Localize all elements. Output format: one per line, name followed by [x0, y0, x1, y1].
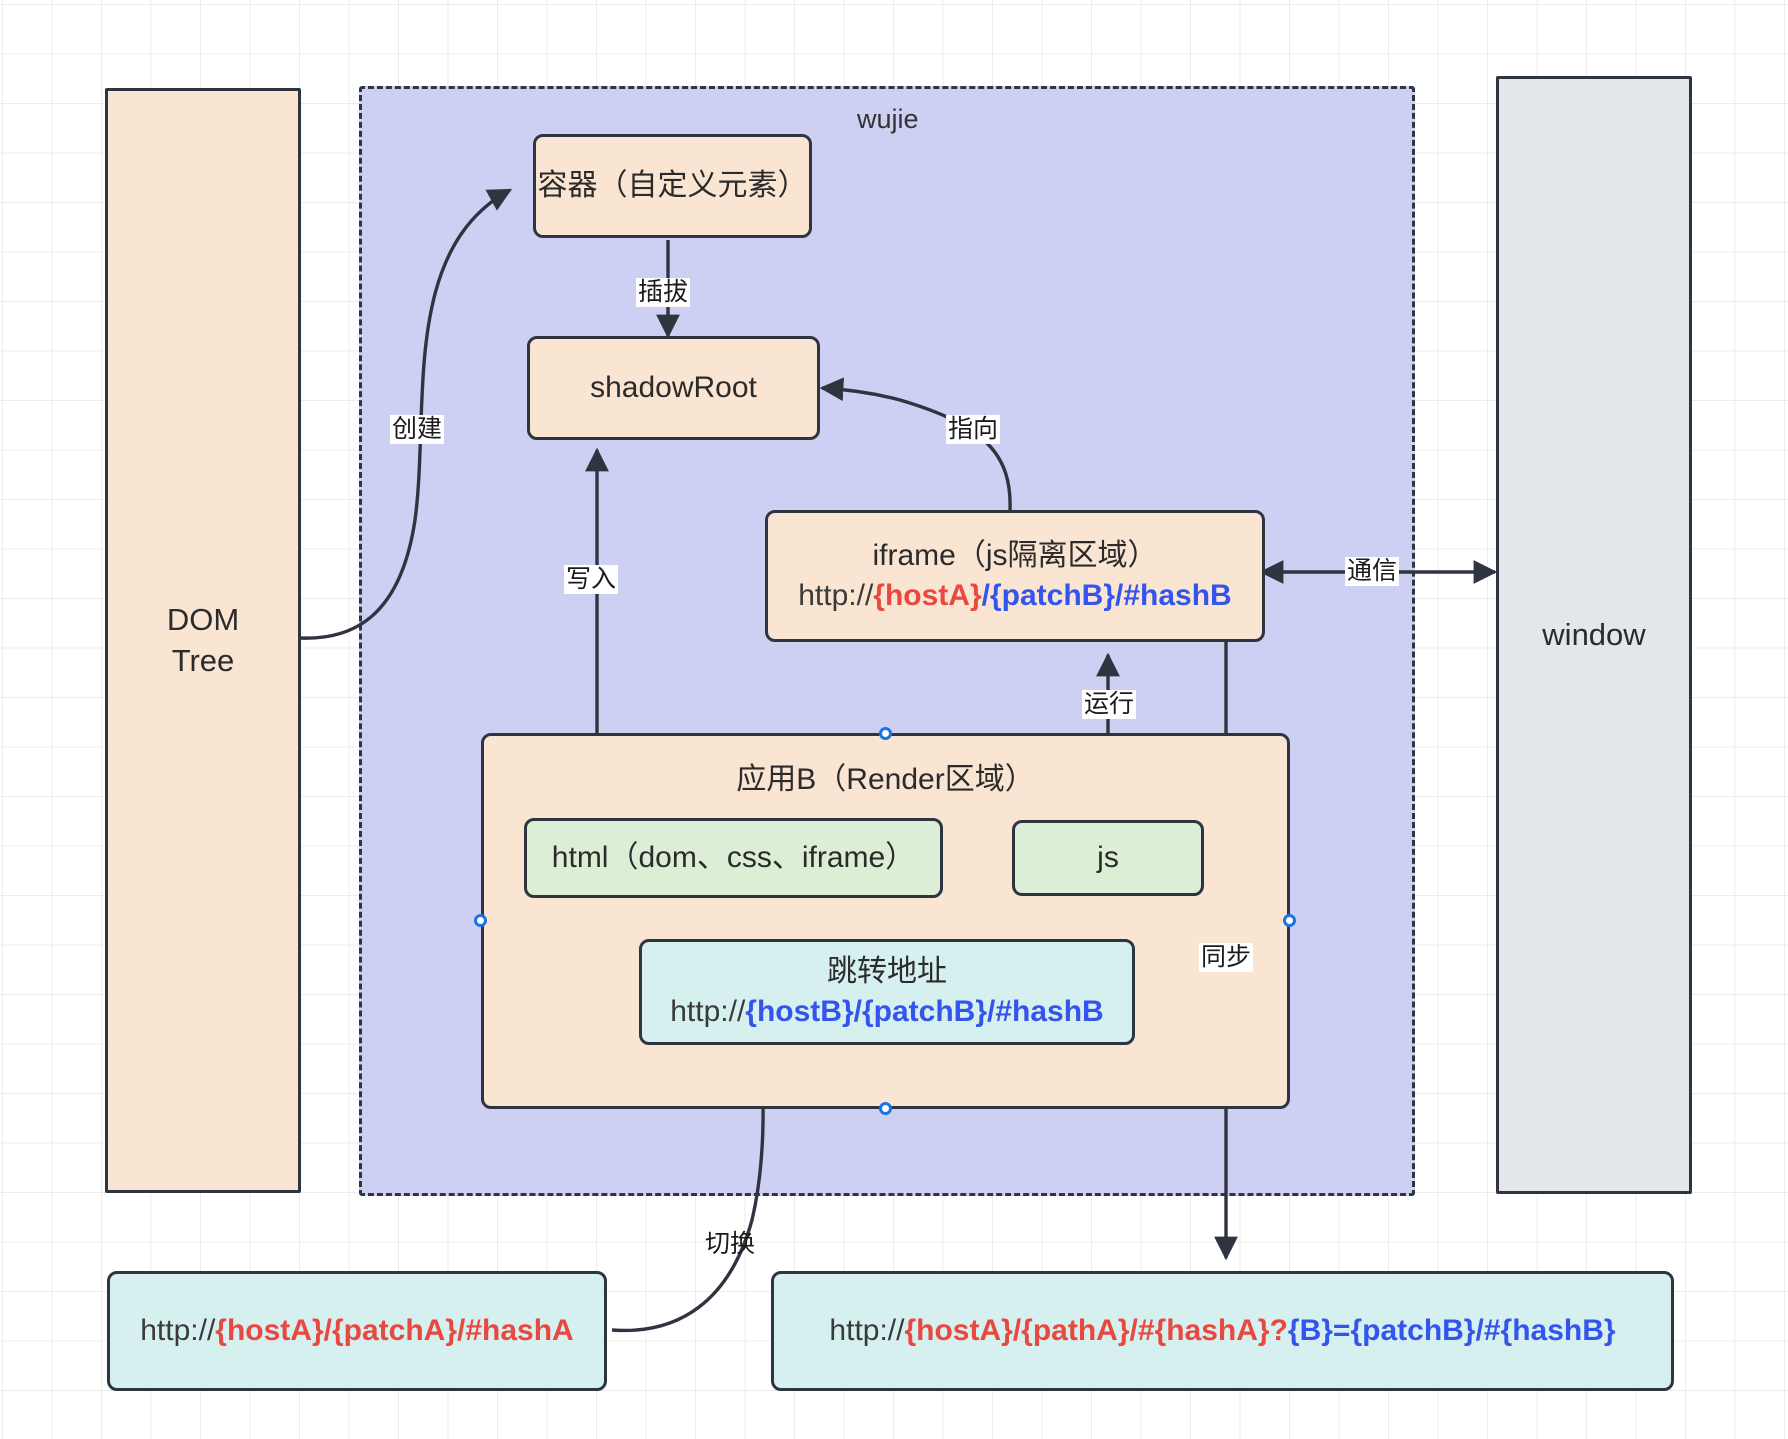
jump-address-url: http://{hostB}/{patchB}/#hashB: [670, 995, 1104, 1028]
edge-label-communicate: 通信: [1345, 557, 1400, 586]
window-label: window: [1542, 616, 1646, 652]
edge-label-switch: 切换: [705, 1230, 756, 1258]
node-shadow-root[interactable]: shadowRoot: [527, 336, 820, 440]
node-container[interactable]: 容器（自定义元素）: [533, 134, 812, 238]
edge-label-sync: 同步: [1199, 943, 1254, 972]
url-before-text: http://{hostA}/{patchA}/#hashA: [140, 1314, 574, 1348]
app-b-handle-bottom[interactable]: [879, 1102, 892, 1115]
node-iframe[interactable]: iframe（js隔离区域） http://{hostA}/{patchB}/#…: [765, 510, 1265, 642]
iframe-title: iframe（js隔离区域）: [872, 539, 1158, 573]
edge-label-create: 创建: [390, 415, 445, 444]
edge-label-plug: 插拔: [636, 278, 691, 307]
container-label: 容器（自定义元素）: [537, 169, 808, 203]
iframe-url: http://{hostA}/{patchB}/#hashB: [798, 579, 1232, 612]
node-dom-tree[interactable]: DOM Tree: [105, 88, 301, 1193]
edge-label-run: 运行: [1082, 690, 1137, 719]
node-html[interactable]: html（dom、css、iframe）: [524, 818, 943, 898]
dom-tree-line1: DOM: [166, 601, 240, 637]
node-window[interactable]: window: [1496, 76, 1692, 1194]
app-b-label: 应用B（Render区域）: [736, 763, 1035, 796]
shadow-root-label: shadowRoot: [590, 371, 757, 405]
jump-address-title: 跳转地址: [827, 955, 947, 989]
app-b-handle-right[interactable]: [1283, 914, 1296, 927]
app-b-handle-left[interactable]: [474, 914, 487, 927]
node-app-b[interactable]: 应用B（Render区域）: [481, 733, 1290, 1109]
html-label: html（dom、css、iframe）: [551, 841, 916, 875]
edge-label-write: 写入: [564, 565, 619, 594]
url-after-text: http://{hostA}/{pathA}/#{hashA}?{B}={pat…: [829, 1314, 1616, 1348]
node-url-before[interactable]: http://{hostA}/{patchA}/#hashA: [107, 1271, 607, 1391]
node-url-after[interactable]: http://{hostA}/{pathA}/#{hashA}?{B}={pat…: [771, 1271, 1674, 1391]
app-b-handle-top[interactable]: [879, 727, 892, 740]
edge-label-pointto: 指向: [946, 415, 1001, 444]
node-jump-address[interactable]: 跳转地址 http://{hostB}/{patchB}/#hashB: [639, 939, 1135, 1045]
node-js[interactable]: js: [1012, 820, 1204, 896]
dom-tree-line2: Tree: [171, 642, 235, 678]
js-label: js: [1097, 841, 1119, 875]
wujie-region-label: wujie: [857, 104, 919, 134]
